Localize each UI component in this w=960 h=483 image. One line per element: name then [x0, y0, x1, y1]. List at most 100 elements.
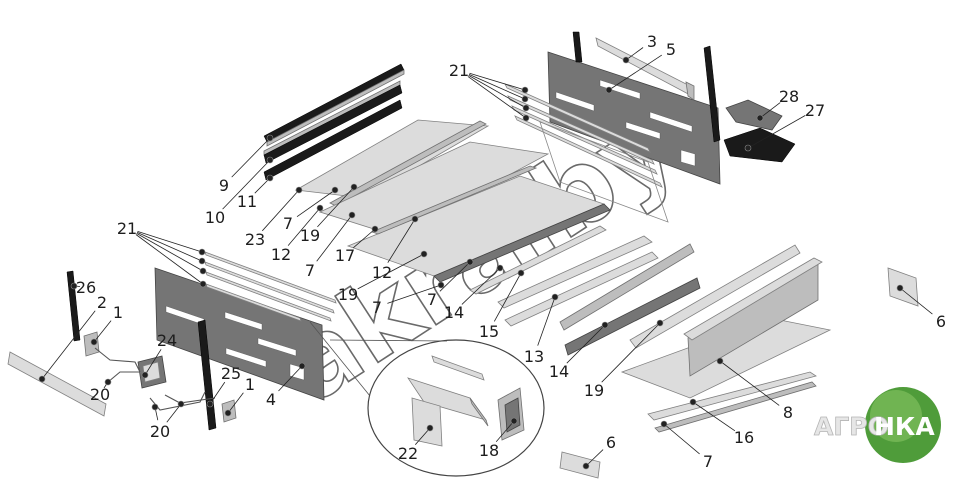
leader-line-15-0	[357, 253, 425, 290]
callout-dot-21-0	[601, 321, 609, 329]
callout-dot-3-0	[756, 114, 764, 122]
callout-label-20: 13	[524, 347, 544, 366]
leader-line-2-0	[469, 72, 526, 91]
rail-part-9	[263, 63, 405, 147]
leader-line-21-0	[566, 324, 606, 364]
callout-label-12: 7	[305, 261, 315, 280]
leader-line-2-2	[468, 75, 527, 109]
callout-dot-11-0	[350, 183, 358, 191]
callout-label-35: 6	[936, 312, 946, 331]
leader-line-33-0	[414, 427, 431, 445]
callout-dot-9-0	[331, 186, 339, 194]
side-panel-5	[547, 51, 721, 185]
leader-line-2-3	[467, 76, 527, 119]
callout-dot-8-0	[295, 186, 303, 194]
leader-line-38-0	[692, 401, 736, 432]
callout-label-4: 27	[805, 101, 825, 120]
callout-dot-36-0	[582, 462, 590, 470]
leader-line-27-0	[144, 349, 162, 376]
leader-line-25-0	[41, 310, 96, 380]
callout-dot-6-0	[266, 156, 274, 164]
callout-label-32: 20	[150, 422, 170, 441]
callout-dot-16-0	[437, 281, 445, 289]
callout-label-1: 5	[666, 40, 676, 59]
leader-line-23-1	[136, 232, 203, 262]
callout-label-31: 20	[90, 385, 110, 404]
post-right-top	[703, 45, 721, 143]
callout-label-33: 22	[398, 444, 418, 463]
leader-line-2-1	[468, 74, 526, 100]
leader-line-12-0	[316, 214, 353, 262]
leader-line-11-0	[317, 186, 355, 228]
brand-logo: АГРО НКА	[814, 387, 941, 463]
leader-line-36-0	[585, 449, 604, 467]
callout-label-37: 8	[783, 403, 793, 422]
callout-label-36: 6	[606, 433, 616, 452]
callout-label-11: 19	[300, 226, 320, 245]
callout-label-25: 2	[97, 293, 107, 312]
callout-dot-22-0	[656, 319, 664, 327]
leader-line-6-0	[222, 159, 271, 210]
callout-dot-2-3	[522, 114, 530, 122]
callout-label-38: 16	[734, 428, 754, 447]
callout-label-18: 14	[444, 303, 464, 322]
callout-dot-30-0	[298, 362, 306, 370]
floor-assembly-8	[620, 257, 832, 399]
leader-line-37-0	[719, 360, 780, 406]
callout-label-10: 12	[271, 245, 291, 264]
floor-panel-upper	[294, 119, 490, 207]
leader-line-23-0	[137, 231, 203, 253]
angle-bar-19	[629, 244, 801, 349]
callout-label-24: 26	[76, 278, 96, 297]
callout-label-7: 11	[237, 192, 257, 211]
rail-part-11	[263, 99, 403, 181]
bracket-part-28	[725, 99, 783, 131]
post-left-top	[572, 31, 583, 63]
callout-label-28: 25	[221, 364, 241, 383]
callout-label-22: 19	[584, 381, 604, 400]
callout-dot-25-0	[38, 375, 46, 383]
logo-word-right: НКА	[874, 412, 935, 441]
callout-dot-34-0	[510, 417, 518, 425]
logo-word-left: АГРО	[814, 412, 889, 441]
leader-line-1-0	[608, 54, 663, 91]
strip-part-13	[504, 251, 659, 327]
callout-label-13: 17	[335, 246, 355, 265]
callout-dot-29-0	[224, 409, 232, 417]
callout-label-0: 3	[647, 32, 657, 51]
leader-line-22-0	[601, 322, 661, 383]
callout-dot-24-0	[70, 282, 78, 290]
callout-label-21: 14	[549, 362, 569, 381]
leader-line-17-0	[439, 261, 471, 292]
callout-dot-20-0	[551, 293, 559, 301]
bottom-strip-16	[647, 371, 817, 421]
leader-line-8-0	[262, 189, 300, 232]
callout-dot-26-0	[90, 338, 98, 346]
leader-line-32-1	[166, 403, 182, 423]
callout-dot-14-0	[411, 215, 419, 223]
callout-dot-12-0	[348, 211, 356, 219]
callout-dot-27-0	[141, 371, 149, 379]
callout-label-3: 28	[779, 87, 799, 106]
callout-label-6: 10	[205, 208, 225, 227]
callout-dot-2-0	[521, 86, 529, 94]
callout-label-19: 15	[479, 322, 499, 341]
callout-dot-1-0	[605, 86, 613, 94]
callout-dot-10-0	[316, 204, 324, 212]
side-panel-4	[154, 267, 325, 401]
leader-line-23-2	[136, 233, 204, 272]
leader-line-29-0	[227, 392, 244, 414]
leader-line-23-3	[135, 234, 204, 285]
angle-strip-upper	[559, 243, 695, 331]
leader-line-39-0	[663, 423, 700, 455]
callout-dot-28-0	[206, 400, 214, 408]
leader-line-3-0	[759, 102, 781, 119]
callout-label-14: 12	[372, 263, 392, 282]
callout-dot-38-0	[689, 398, 697, 406]
callout-dot-32-1	[177, 400, 185, 408]
callout-dot-35-0	[896, 284, 904, 292]
callout-dot-23-0	[198, 248, 206, 256]
callout-dot-23-3	[199, 280, 207, 288]
leader-line-9-0	[296, 189, 336, 218]
